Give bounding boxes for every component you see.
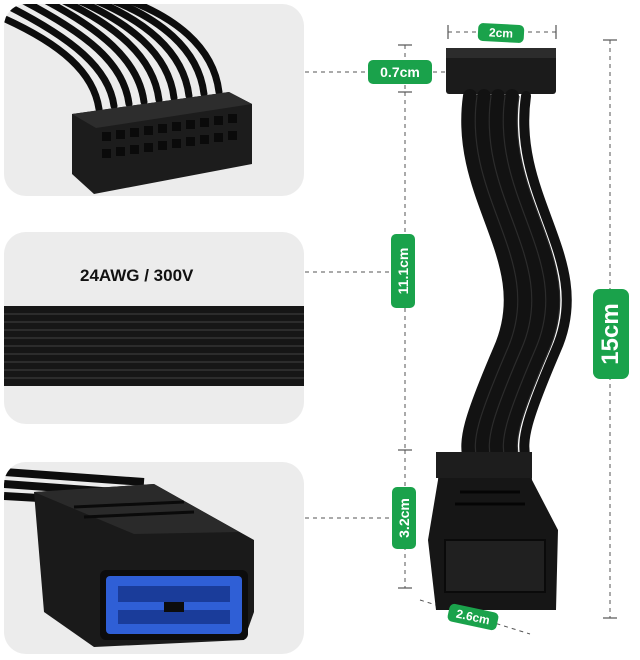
usb-header-closeup-image	[4, 468, 254, 647]
top-connector-height-badge: 0.7cm	[368, 60, 432, 84]
bottom-connector-height-badge: 3.2cm	[392, 487, 416, 549]
flat-cable-closeup-image	[4, 306, 304, 386]
top-connector-closeup-panel	[4, 4, 304, 196]
top-connector-closeup-image	[4, 4, 252, 194]
top-connector-width-badge: 2cm	[477, 22, 525, 44]
total-length-badge: 15cm	[593, 289, 629, 379]
wire-spec-label: 24AWG / 300V	[80, 266, 194, 285]
cable-closeup-panel	[4, 232, 304, 424]
cable-length-badge: 11.1cm	[391, 234, 415, 308]
usb-header-closeup-panel	[4, 462, 304, 654]
